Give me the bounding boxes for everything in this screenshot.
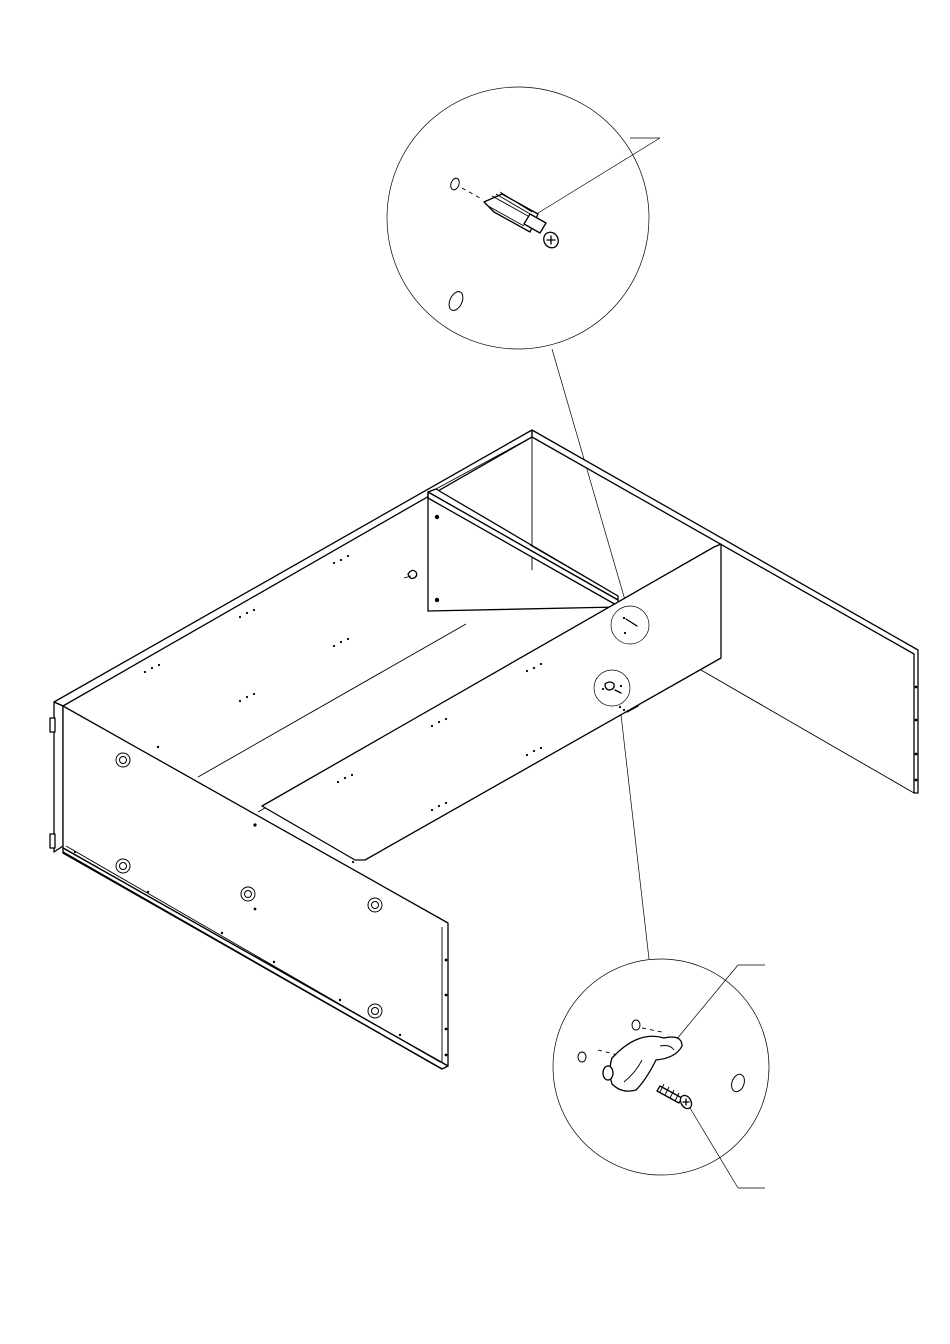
right-back-panel bbox=[532, 430, 918, 793]
cam-lock-icon bbox=[116, 859, 130, 873]
cam-lock-icon bbox=[241, 887, 255, 901]
detail-view-cam-bolt bbox=[387, 87, 660, 349]
cam-bolt-icon bbox=[484, 192, 561, 250]
detail-view-bracket bbox=[553, 959, 769, 1188]
front-side-panel bbox=[262, 544, 721, 860]
cabinet-main-assembly bbox=[50, 430, 918, 1069]
bracket-small-icon bbox=[404, 570, 417, 578]
back-panel bbox=[54, 430, 532, 706]
screw-icon bbox=[657, 1084, 694, 1111]
cam-lock-icon bbox=[368, 1004, 382, 1018]
end-panel-left bbox=[50, 702, 63, 852]
bracket-icon bbox=[603, 1036, 682, 1091]
cam-lock-icon bbox=[116, 753, 130, 767]
cam-lock-icon bbox=[368, 898, 382, 912]
